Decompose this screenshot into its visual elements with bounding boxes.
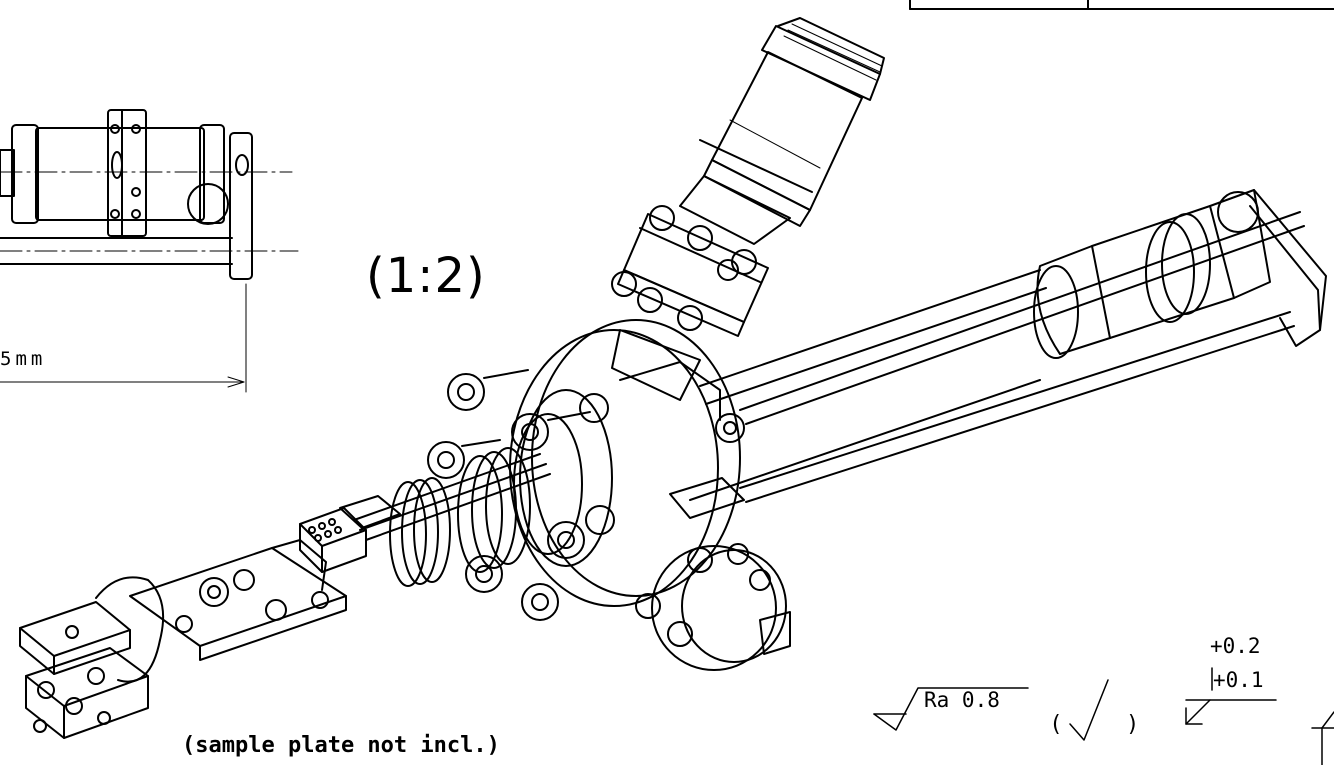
sample-stage-head bbox=[19, 601, 149, 739]
note-label: (sample plate not incl.) bbox=[182, 733, 500, 758]
guide-rails bbox=[689, 211, 1305, 503]
main-cf-flange bbox=[427, 319, 745, 621]
manipulator-assembly bbox=[19, 17, 1327, 739]
dimension-label: 5mm bbox=[0, 348, 47, 370]
title-block-corner bbox=[909, 0, 1334, 10]
lower-flange bbox=[635, 543, 791, 671]
upper-flange bbox=[611, 205, 769, 401]
roughness-label: Ra 0.8 bbox=[924, 688, 1000, 712]
surface-finish-symbol bbox=[873, 687, 1029, 731]
tolerance-leader bbox=[1185, 667, 1277, 725]
scale-label: (1:2) bbox=[366, 248, 486, 304]
tolerance-upper: +0.2 bbox=[1210, 634, 1261, 658]
general-symbol-close-paren: ) bbox=[1128, 712, 1137, 737]
general-symbol-open-paren: ( bbox=[1052, 712, 1061, 737]
flange-bolts bbox=[427, 369, 615, 621]
side-view-detail bbox=[0, 109, 299, 393]
viewport-tube bbox=[679, 17, 885, 245]
tolerance-lower: +0.1 bbox=[1213, 668, 1264, 692]
edge-symbol bbox=[1311, 711, 1334, 765]
wire-spirals bbox=[353, 447, 551, 587]
general-finish-symbol bbox=[1069, 679, 1109, 741]
sample-holder-arm bbox=[95, 539, 347, 683]
connector-blocks bbox=[299, 495, 401, 573]
right-cylinder bbox=[1033, 189, 1327, 359]
